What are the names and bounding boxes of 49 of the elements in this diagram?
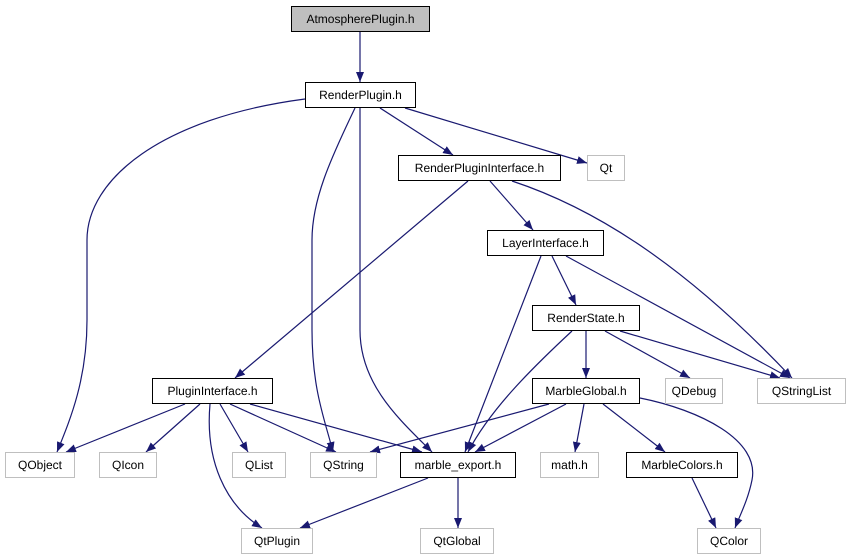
arrow xyxy=(490,180,534,230)
arrow xyxy=(56,98,306,452)
arrow xyxy=(208,404,262,528)
arrow xyxy=(572,404,585,452)
arrow xyxy=(602,404,666,452)
arrow xyxy=(464,256,542,452)
file-box: QDebug xyxy=(665,378,723,404)
file-box: QtGlobal xyxy=(420,528,494,554)
file-box: RenderState.h xyxy=(532,305,640,331)
file-box: Qt xyxy=(587,155,625,181)
file-box: AtmospherePlugin.h xyxy=(291,6,430,32)
arrow xyxy=(146,404,200,452)
file-box: QStringList xyxy=(757,378,846,404)
file-box: MarbleGlobal.h xyxy=(532,378,640,404)
arrow xyxy=(300,477,428,529)
arrow xyxy=(474,403,566,453)
file-box: QString xyxy=(310,452,377,478)
arrow xyxy=(230,403,336,453)
file-box: math.h xyxy=(540,452,599,478)
arrow xyxy=(604,330,690,379)
file-box: LayerInterface.h xyxy=(487,230,604,256)
arrow xyxy=(582,331,590,378)
arrow xyxy=(250,403,422,454)
file-box: QObject xyxy=(5,452,75,478)
arrow xyxy=(66,403,186,453)
arrow xyxy=(640,397,754,528)
arrow xyxy=(370,403,550,454)
file-box: QtPlugin xyxy=(241,528,313,554)
file-box: QList xyxy=(232,452,286,478)
arrow xyxy=(512,180,792,378)
file-box: QColor xyxy=(697,528,761,554)
arrow xyxy=(359,108,432,452)
file-box: RenderPluginInterface.h xyxy=(398,155,561,181)
arrow xyxy=(551,256,577,306)
arrow xyxy=(566,255,790,379)
arrow xyxy=(234,180,468,378)
arrow xyxy=(454,478,462,528)
file-box: RenderPlugin.h xyxy=(305,82,416,108)
arrow xyxy=(691,478,717,528)
arrow xyxy=(467,330,572,452)
arrow xyxy=(380,108,454,156)
file-box: PluginInterface.h xyxy=(152,378,273,404)
file-box: QIcon xyxy=(99,452,157,478)
arrow xyxy=(219,404,249,452)
arrow xyxy=(356,32,364,82)
file-box: MarbleColors.h xyxy=(626,452,738,478)
arrow xyxy=(620,330,780,380)
arrow xyxy=(404,107,588,164)
file-box: marble_export.h xyxy=(400,452,516,478)
